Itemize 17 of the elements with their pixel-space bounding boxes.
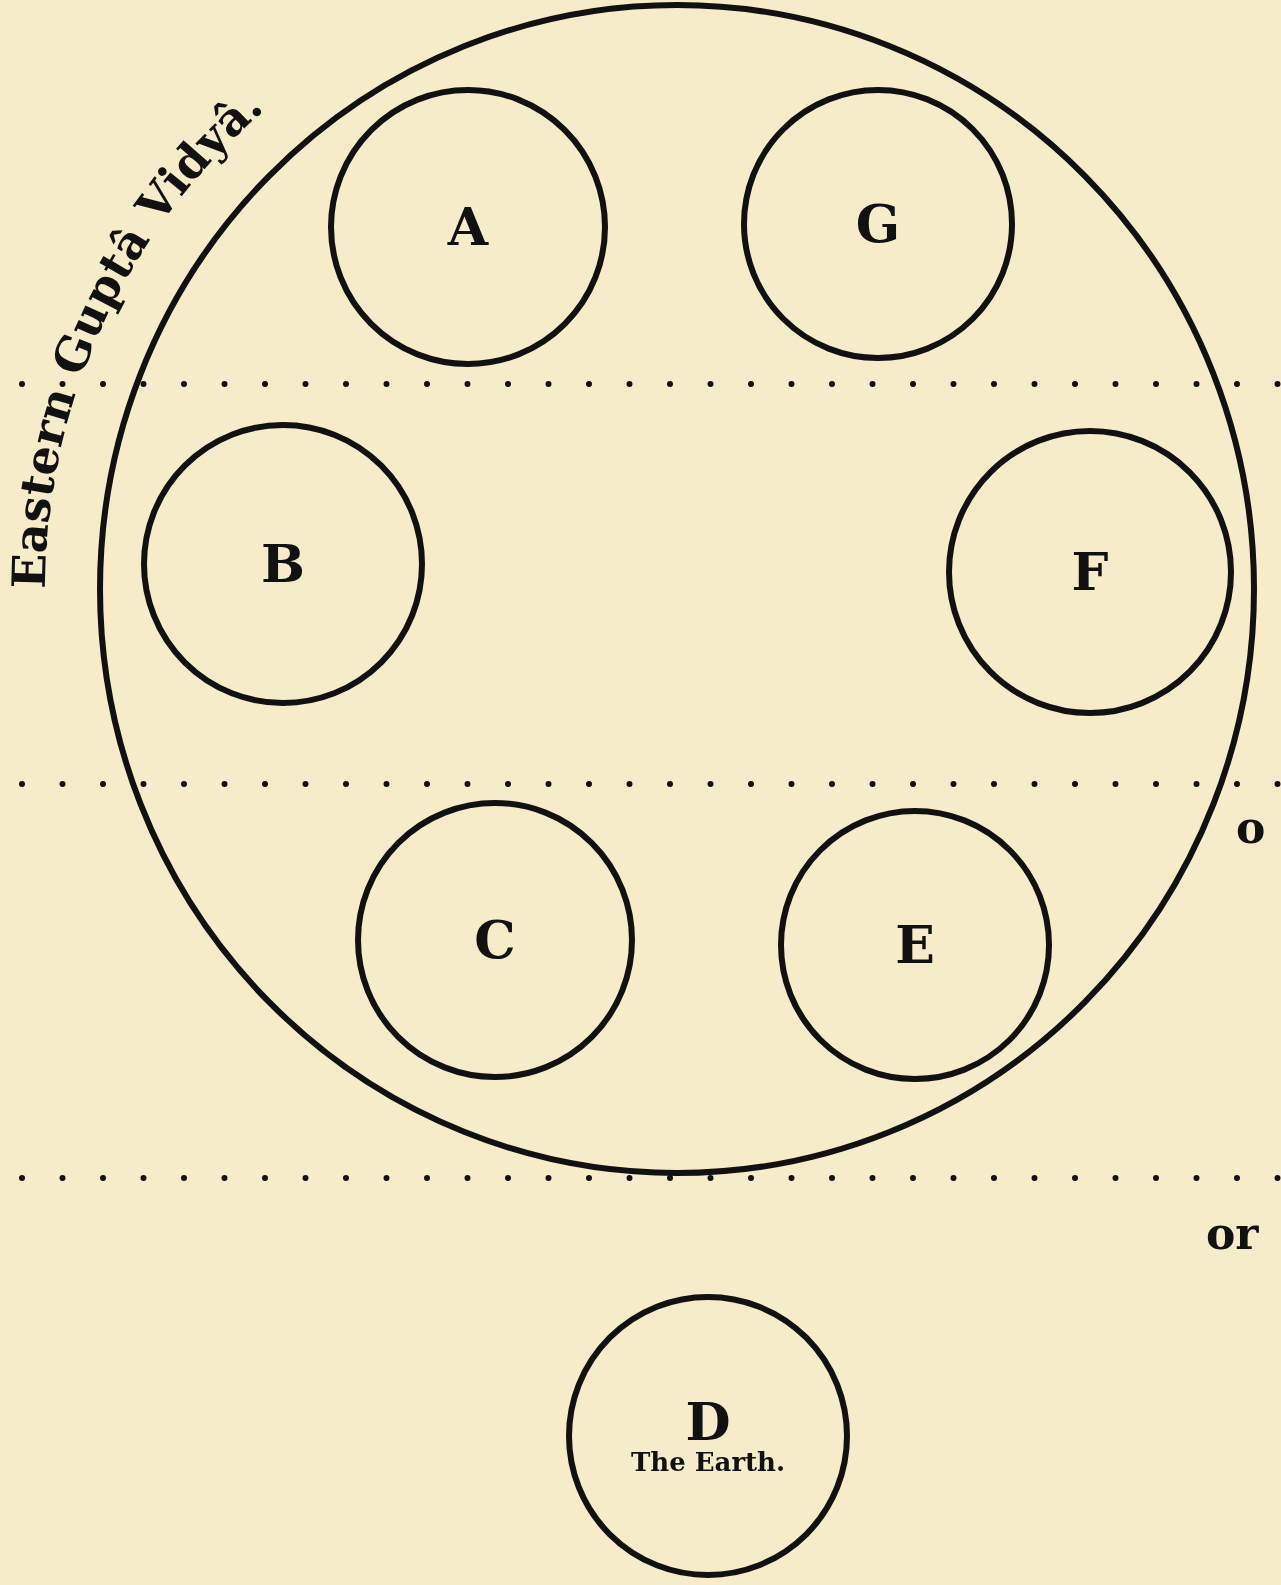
circle bbox=[355, 800, 635, 1080]
circle bbox=[741, 87, 1015, 361]
circle-caption: The Earth. bbox=[630, 1447, 786, 1477]
circle bbox=[778, 808, 1052, 1082]
circle-letter: D bbox=[685, 1395, 731, 1448]
circle bbox=[946, 428, 1234, 716]
text-fragment: o bbox=[1236, 806, 1266, 850]
circle bbox=[566, 1294, 850, 1578]
circle bbox=[328, 87, 608, 367]
circle-letter: A bbox=[447, 201, 489, 253]
circle-letter: C bbox=[474, 914, 516, 966]
circle-letter: F bbox=[1071, 546, 1109, 598]
circle bbox=[141, 422, 425, 706]
circle-letter: B bbox=[261, 538, 305, 590]
text-fragment: or bbox=[1206, 1212, 1259, 1256]
circle-letter: G bbox=[855, 198, 901, 250]
circle-letter: E bbox=[895, 919, 935, 971]
